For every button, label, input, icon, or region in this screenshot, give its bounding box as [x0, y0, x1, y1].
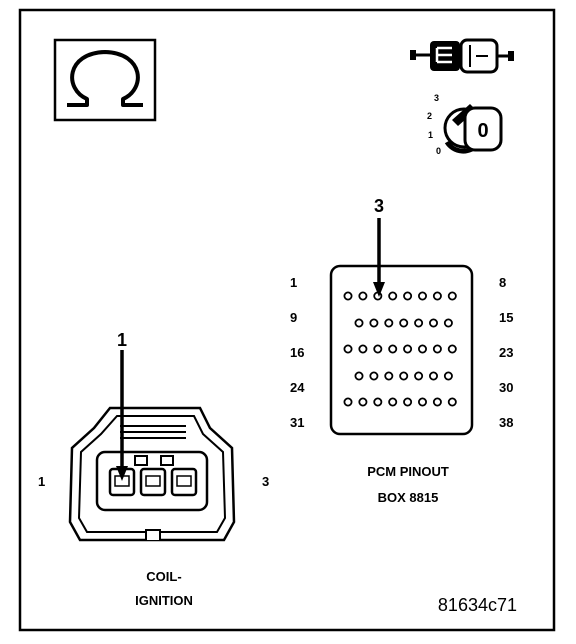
pcm-pin [443, 318, 453, 328]
coil-pin-label-right: 3 [262, 474, 269, 489]
pcm-pin [432, 397, 442, 407]
pcm-pin [388, 291, 398, 301]
pcm-row-label-left: 24 [290, 380, 305, 395]
pcm-pin [447, 344, 457, 354]
pcm-pin [403, 291, 413, 301]
pcm-pin [358, 397, 368, 407]
pcm-pin [384, 371, 394, 381]
pcm-pin [414, 371, 424, 381]
coil-caption-line1: COIL- [146, 569, 181, 584]
pcm-pin [403, 344, 413, 354]
pcm-pin [358, 344, 368, 354]
pcm-row-label-right: 15 [499, 310, 513, 325]
pcm-pin [384, 318, 394, 328]
pcm-pin [343, 344, 353, 354]
coil-pin-label-left: 1 [38, 474, 45, 489]
outer-frame [18, 8, 556, 632]
pcm-pin [343, 291, 353, 301]
pcm-pin-grid [343, 291, 457, 407]
pcm-connector: 3 1 9 16 24 31 8 15 23 30 38 PCM PINOUT … [290, 196, 513, 505]
key-position-label: 2 [427, 111, 432, 121]
plug-connector-icon [410, 38, 514, 74]
coil-callout-number: 1 [117, 330, 127, 350]
pcm-pin [373, 397, 383, 407]
pcm-row-label-left: 1 [290, 275, 297, 290]
pcm-row-label-left: 16 [290, 345, 304, 360]
pcm-pin [432, 291, 442, 301]
key-position-label: 0 [436, 146, 441, 156]
pcm-pin [399, 318, 409, 328]
pcm-row-label-right: 8 [499, 275, 506, 290]
pcm-pin [369, 371, 379, 381]
ohm-icon [53, 38, 157, 122]
pcm-row-label-right: 30 [499, 380, 513, 395]
figure-id: 81634c71 [438, 595, 517, 615]
coil-callout-arrow [116, 350, 128, 481]
pcm-connector-body [329, 264, 474, 436]
pcm-pin [432, 344, 442, 354]
ignition-key-icon: 0 3 2 1 0 [427, 93, 503, 156]
pcm-callout-arrow [373, 218, 385, 297]
pcm-pin [354, 371, 364, 381]
pcm-pin [428, 371, 438, 381]
pcm-row-label-right: 23 [499, 345, 513, 360]
pcm-pin [428, 318, 438, 328]
pcm-pin [343, 397, 353, 407]
pcm-callout-number: 3 [374, 196, 384, 216]
pcm-row-label-right: 38 [499, 415, 513, 430]
coil-caption-line2: IGNITION [135, 593, 193, 608]
pcm-pin [358, 291, 368, 301]
pcm-row-label-left: 9 [290, 310, 297, 325]
pcm-pin [417, 397, 427, 407]
pcm-pin [414, 318, 424, 328]
pcm-pin [447, 397, 457, 407]
pcm-pin [447, 291, 457, 301]
pcm-caption-line1: PCM PINOUT [367, 464, 449, 479]
pcm-caption-line2: BOX 8815 [378, 490, 439, 505]
pcm-pin [417, 344, 427, 354]
key-label: 0 [477, 120, 488, 142]
pcm-pin [443, 371, 453, 381]
pcm-row-label-left: 31 [290, 415, 304, 430]
pcm-pin [373, 344, 383, 354]
pcm-pin [403, 397, 413, 407]
pcm-pin [388, 397, 398, 407]
pcm-pin [399, 371, 409, 381]
key-position-label: 1 [428, 130, 433, 140]
pcm-pin [369, 318, 379, 328]
pcm-pin [388, 344, 398, 354]
pcm-pin [354, 318, 364, 328]
coil-connector: 1 1 3 COIL- IGNITION [38, 330, 269, 608]
key-position-label: 3 [434, 93, 439, 103]
pcm-pin [417, 291, 427, 301]
